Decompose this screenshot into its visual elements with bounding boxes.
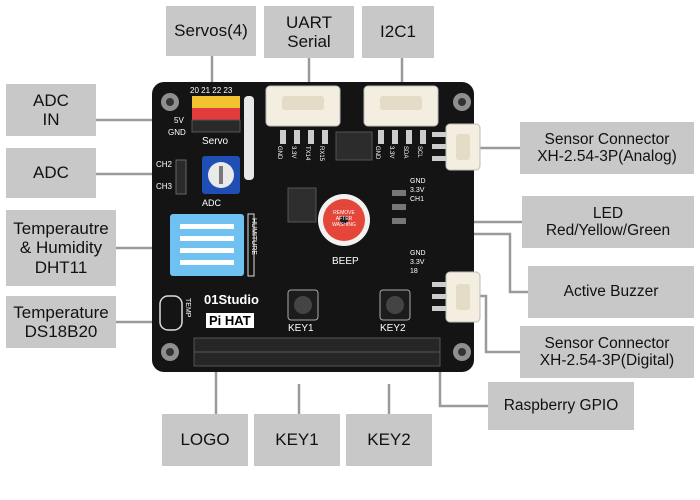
- label-i2c1: I2C1: [362, 6, 434, 58]
- silk-key1: KEY1: [288, 323, 314, 334]
- uart-pin-label: RX15: [318, 146, 324, 162]
- silk-brand: 01Studio: [204, 292, 259, 307]
- ds18b20-outline: [159, 295, 183, 331]
- uart-connector: [265, 85, 341, 144]
- label-adc: ADC: [6, 148, 96, 198]
- silk-gnd: GND: [168, 128, 186, 137]
- label-adc-in: ADC IN: [6, 84, 96, 136]
- analog-pin-label: GND: [410, 178, 426, 185]
- silk-beep: BEEP: [332, 256, 359, 267]
- silk-5v: 5V: [174, 116, 184, 125]
- label-logo: LOGO: [162, 414, 248, 466]
- digital-pin-label: 3.3V: [410, 259, 425, 266]
- label-dht11: Temperautre & Humidity DHT11: [6, 210, 116, 286]
- i2c-pin-label: SDA: [402, 146, 408, 159]
- buzzer-sticker-text: REMOVE AFTER WASHING: [332, 210, 356, 228]
- silk-ch2: CH2: [156, 160, 173, 169]
- uart-pin-label: 3.3V: [290, 146, 296, 159]
- silk-divider: [244, 96, 254, 180]
- analog-pin-label: 3.3V: [410, 187, 425, 194]
- gpio-header: [193, 337, 441, 367]
- label-servos: Servos(4): [166, 6, 256, 56]
- analog-sensor-connector: [432, 123, 481, 171]
- digital-sensor-connector: [432, 271, 481, 323]
- digital-pin-label: GND: [410, 250, 426, 257]
- active-buzzer: [318, 194, 370, 246]
- i2c-pin-label: SCL: [416, 146, 422, 158]
- leader-sensor-digital: [476, 294, 520, 354]
- adc-potentiometer: [202, 156, 240, 194]
- center-header: [335, 131, 373, 161]
- silk-humiture: HUMITURE: [250, 218, 257, 255]
- label-led: LED Red/Yellow/Green: [522, 196, 694, 248]
- label-uart-serial: UART Serial: [264, 6, 354, 58]
- adc-header: [175, 159, 187, 195]
- label-active-buzzer: Active Buzzer: [528, 266, 694, 318]
- uart-pin-label: GND: [276, 146, 282, 160]
- digital-pin-label: 18: [410, 268, 418, 275]
- pi-hat-board: [152, 82, 481, 372]
- silk-key2: KEY2: [380, 323, 406, 334]
- label-key2: KEY2: [346, 414, 432, 466]
- dht11-sensor: [170, 214, 244, 276]
- silk-servo: Servo: [202, 136, 229, 147]
- ic-chip: [287, 187, 317, 223]
- i2c-connector: [363, 85, 439, 144]
- i2c-pin-label: GND: [374, 146, 380, 160]
- key2-button: [379, 289, 411, 321]
- silk-servo-pins: 20 21 22 23: [190, 86, 233, 95]
- i2c-pin-label: 3.3V: [388, 146, 394, 159]
- label-raspberry-gpio: Raspberry GPIO: [488, 382, 634, 430]
- led-row: [392, 190, 406, 224]
- silk-temp: TEMP: [184, 298, 191, 318]
- leader-gpio: [438, 372, 488, 408]
- label-sensor-analog: Sensor Connector XH-2.54-3P(Analog): [520, 122, 694, 174]
- silk-adc: ADC: [202, 198, 222, 208]
- analog-pin-label: CH1: [410, 196, 425, 203]
- label-ds18b20: Temperature DS18B20: [6, 296, 116, 348]
- servo-header: [191, 96, 241, 133]
- label-key1: KEY1: [254, 414, 340, 466]
- label-sensor-digital: Sensor Connector XH-2.54-3P(Digital): [520, 326, 694, 378]
- silk-pihat: Pi HAT: [206, 313, 254, 328]
- silk-ch3: CH3: [156, 182, 173, 191]
- uart-pin-label: TX14: [304, 146, 310, 161]
- key1-button: [287, 289, 319, 321]
